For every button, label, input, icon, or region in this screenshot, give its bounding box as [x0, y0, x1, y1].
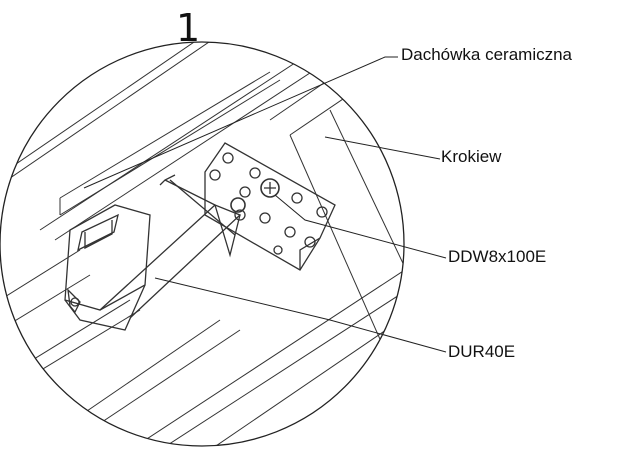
leader-lines — [83, 56, 447, 353]
leader-rafter — [324, 136, 441, 160]
label-hook: DUR40E — [448, 342, 516, 361]
leader-screw — [274, 194, 447, 259]
leader-tile — [83, 56, 398, 189]
detail-number: 1 — [176, 6, 201, 50]
hook-arm — [99, 174, 242, 319]
mounting-plate — [204, 142, 336, 271]
detail-circle — [0, 41, 405, 447]
label-tile: Dachówka ceramiczna — [401, 45, 573, 64]
leader-hook — [154, 277, 447, 353]
tile-lines — [0, 42, 404, 446]
circle-content — [0, 42, 404, 446]
label-rafter: Krokiew — [441, 147, 502, 166]
rafter — [269, 42, 404, 431]
label-screw: DDW8x100E — [448, 247, 547, 266]
